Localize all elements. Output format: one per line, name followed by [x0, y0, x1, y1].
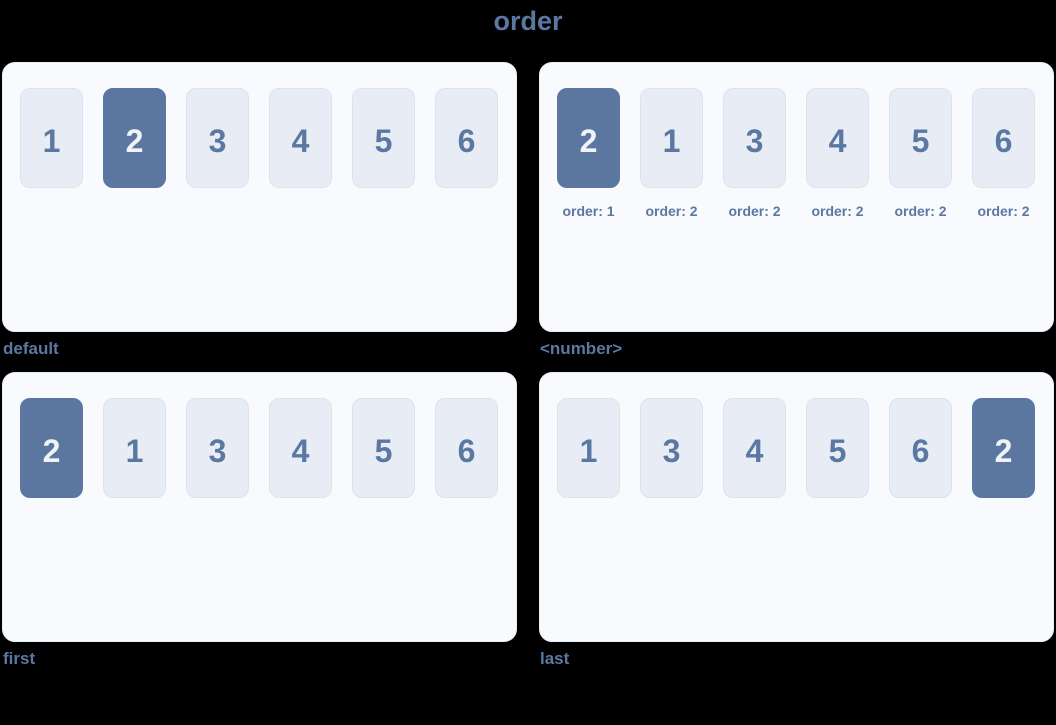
flex-row: 2 order: 1 1 order: 2 3 order: 2 4 order… — [540, 63, 1053, 244]
demo-number-canvas: 2 order: 1 1 order: 2 3 order: 2 4 order… — [539, 62, 1054, 332]
demo-default-canvas: 1 2 3 4 5 6 — [2, 62, 517, 332]
flex-item-group: 4 order: 2 — [806, 88, 869, 219]
flex-item: 5 — [806, 398, 869, 498]
flex-item: 6 — [435, 88, 498, 188]
flex-item: 3 — [640, 398, 703, 498]
demo-default: 1 2 3 4 5 6 default — [2, 62, 517, 372]
flex-item-group: 3 order: 2 — [723, 88, 786, 219]
demo-first-caption: first — [3, 649, 36, 668]
flex-item: 6 — [972, 88, 1035, 188]
flex-item: 5 — [352, 398, 415, 498]
order-value-label: order: 2 — [728, 203, 781, 219]
demo-last-caption: last — [540, 649, 570, 668]
order-value-label: order: 2 — [645, 203, 698, 219]
flex-item: 6 — [435, 398, 498, 498]
flex-item: 3 — [186, 88, 249, 188]
demo-last-canvas: 1 3 4 5 6 2 — [539, 372, 1054, 642]
demo-grid: 1 2 3 4 5 6 default 2 order: 1 1 order: … — [0, 40, 1056, 682]
flex-item: 4 — [269, 398, 332, 498]
flex-item: 6 — [889, 398, 952, 498]
flex-item: 4 — [806, 88, 869, 188]
flex-item: 2 — [557, 88, 620, 188]
flex-row: 2 1 3 4 5 6 — [3, 373, 516, 523]
flex-item: 5 — [352, 88, 415, 188]
flex-item-group: 6 order: 2 — [972, 88, 1035, 219]
flex-row: 1 3 4 5 6 2 — [540, 373, 1053, 523]
flex-item: 3 — [723, 88, 786, 188]
flex-item: 4 — [269, 88, 332, 188]
flex-item-group: 5 order: 2 — [889, 88, 952, 219]
flex-item: 4 — [723, 398, 786, 498]
demo-number: 2 order: 1 1 order: 2 3 order: 2 4 order… — [539, 62, 1054, 372]
order-value-label: order: 2 — [811, 203, 864, 219]
flex-item: 3 — [186, 398, 249, 498]
demo-number-caption: <number> — [540, 339, 623, 358]
flex-item: 1 — [640, 88, 703, 188]
demo-first: 2 1 3 4 5 6 first — [2, 372, 517, 682]
flex-item-group: 1 order: 2 — [640, 88, 703, 219]
flex-row: 1 2 3 4 5 6 — [3, 63, 516, 213]
flex-item: 1 — [557, 398, 620, 498]
flex-item-group: 2 order: 1 — [557, 88, 620, 219]
order-value-label: order: 2 — [977, 203, 1030, 219]
page-title: order — [493, 6, 563, 36]
demo-first-canvas: 2 1 3 4 5 6 — [2, 372, 517, 642]
flex-item: 5 — [889, 88, 952, 188]
flex-item: 2 — [972, 398, 1035, 498]
flex-item: 2 — [20, 398, 83, 498]
order-value-label: order: 2 — [894, 203, 947, 219]
flex-item: 1 — [20, 88, 83, 188]
demo-default-caption: default — [3, 339, 59, 358]
flex-item: 2 — [103, 88, 166, 188]
flex-item: 1 — [103, 398, 166, 498]
demo-last: 1 3 4 5 6 2 last — [539, 372, 1054, 682]
order-value-label: order: 1 — [562, 203, 615, 219]
